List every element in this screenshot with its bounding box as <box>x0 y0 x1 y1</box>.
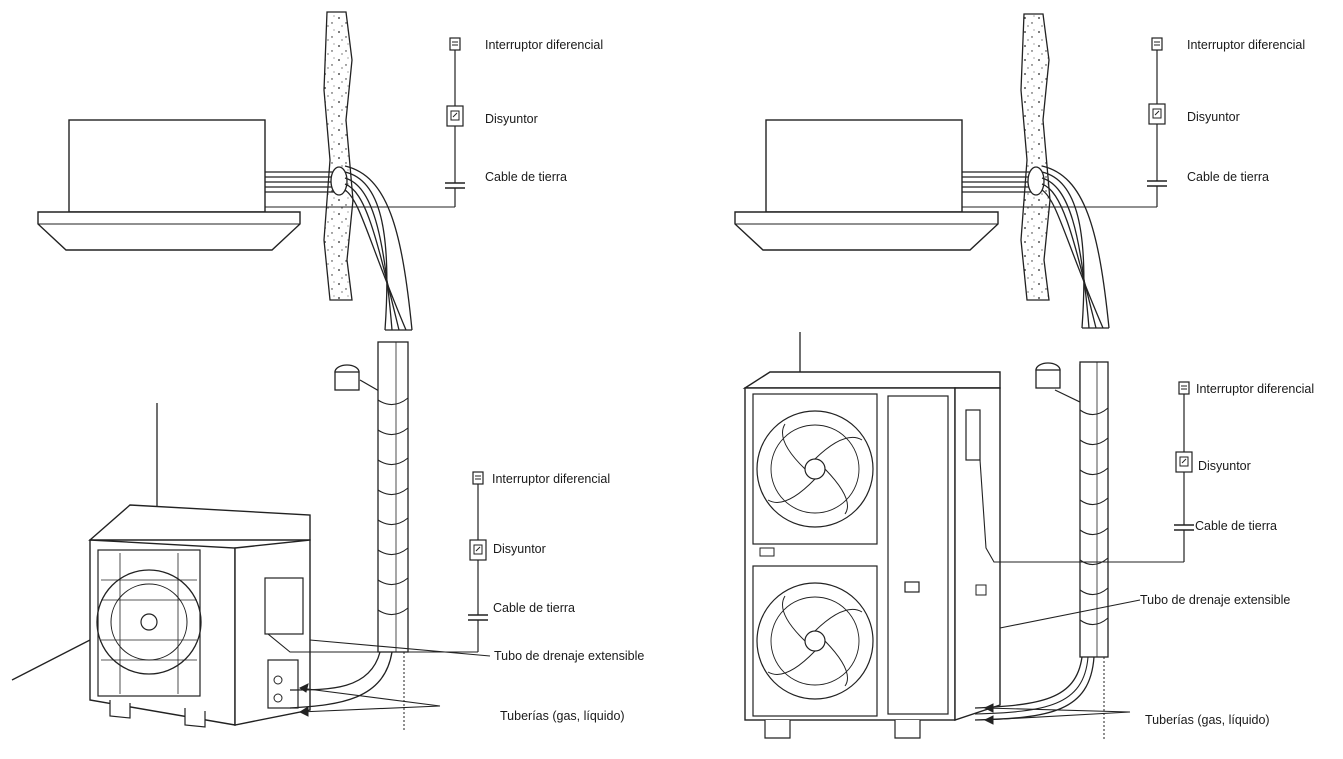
left-indoor-label-differential: Interruptor diferencial <box>485 38 603 52</box>
left-wrapped-pipe <box>289 341 409 730</box>
right-label-drain: Tubo de drenaje extensible <box>1140 593 1290 607</box>
right-outdoor-label-breaker: Disyuntor <box>1198 459 1251 473</box>
right-diagram: Interruptor diferencial Disyuntor Cable … <box>734 13 1314 740</box>
left-indoor-label-ground: Cable de tierra <box>485 170 567 184</box>
right-indoor-label-differential: Interruptor diferencial <box>1187 38 1305 52</box>
right-indoor-breaker-chain <box>1147 37 1167 207</box>
left-indoor-unit <box>37 119 301 251</box>
right-outdoor-unit <box>742 332 1001 739</box>
left-diagram: Interruptor diferencial Disyuntor Cable … <box>11 11 644 730</box>
right-indoor-label-ground: Cable de tierra <box>1187 170 1269 184</box>
left-outdoor-breaker-chain <box>267 471 488 653</box>
right-label-pipes: Tuberías (gas, líquido) <box>1145 713 1270 727</box>
left-callouts <box>298 639 491 717</box>
left-indoor-pipes <box>265 165 455 331</box>
right-outdoor-label-ground: Cable de tierra <box>1195 519 1277 533</box>
right-wrapped-pipe <box>974 361 1109 740</box>
left-outdoor-label-differential: Interruptor diferencial <box>492 472 610 486</box>
left-outdoor-label-breaker: Disyuntor <box>493 542 546 556</box>
left-wall <box>323 11 354 301</box>
left-label-drain: Tubo de drenaje extensible <box>494 649 644 663</box>
left-outdoor-unit <box>11 403 311 728</box>
right-wall <box>1020 13 1051 301</box>
right-indoor-pipes <box>962 165 1157 329</box>
left-indoor-label-breaker: Disyuntor <box>485 112 538 126</box>
right-indoor-unit <box>734 119 999 251</box>
right-outdoor-breaker-chain <box>979 381 1194 563</box>
left-outdoor-label-ground: Cable de tierra <box>493 601 575 615</box>
right-callouts <box>983 599 1141 725</box>
right-indoor-label-breaker: Disyuntor <box>1187 110 1240 124</box>
left-label-pipes: Tuberías (gas, líquido) <box>500 709 625 723</box>
left-indoor-breaker-chain <box>445 37 465 207</box>
right-outdoor-label-differential: Interruptor diferencial <box>1196 382 1314 396</box>
